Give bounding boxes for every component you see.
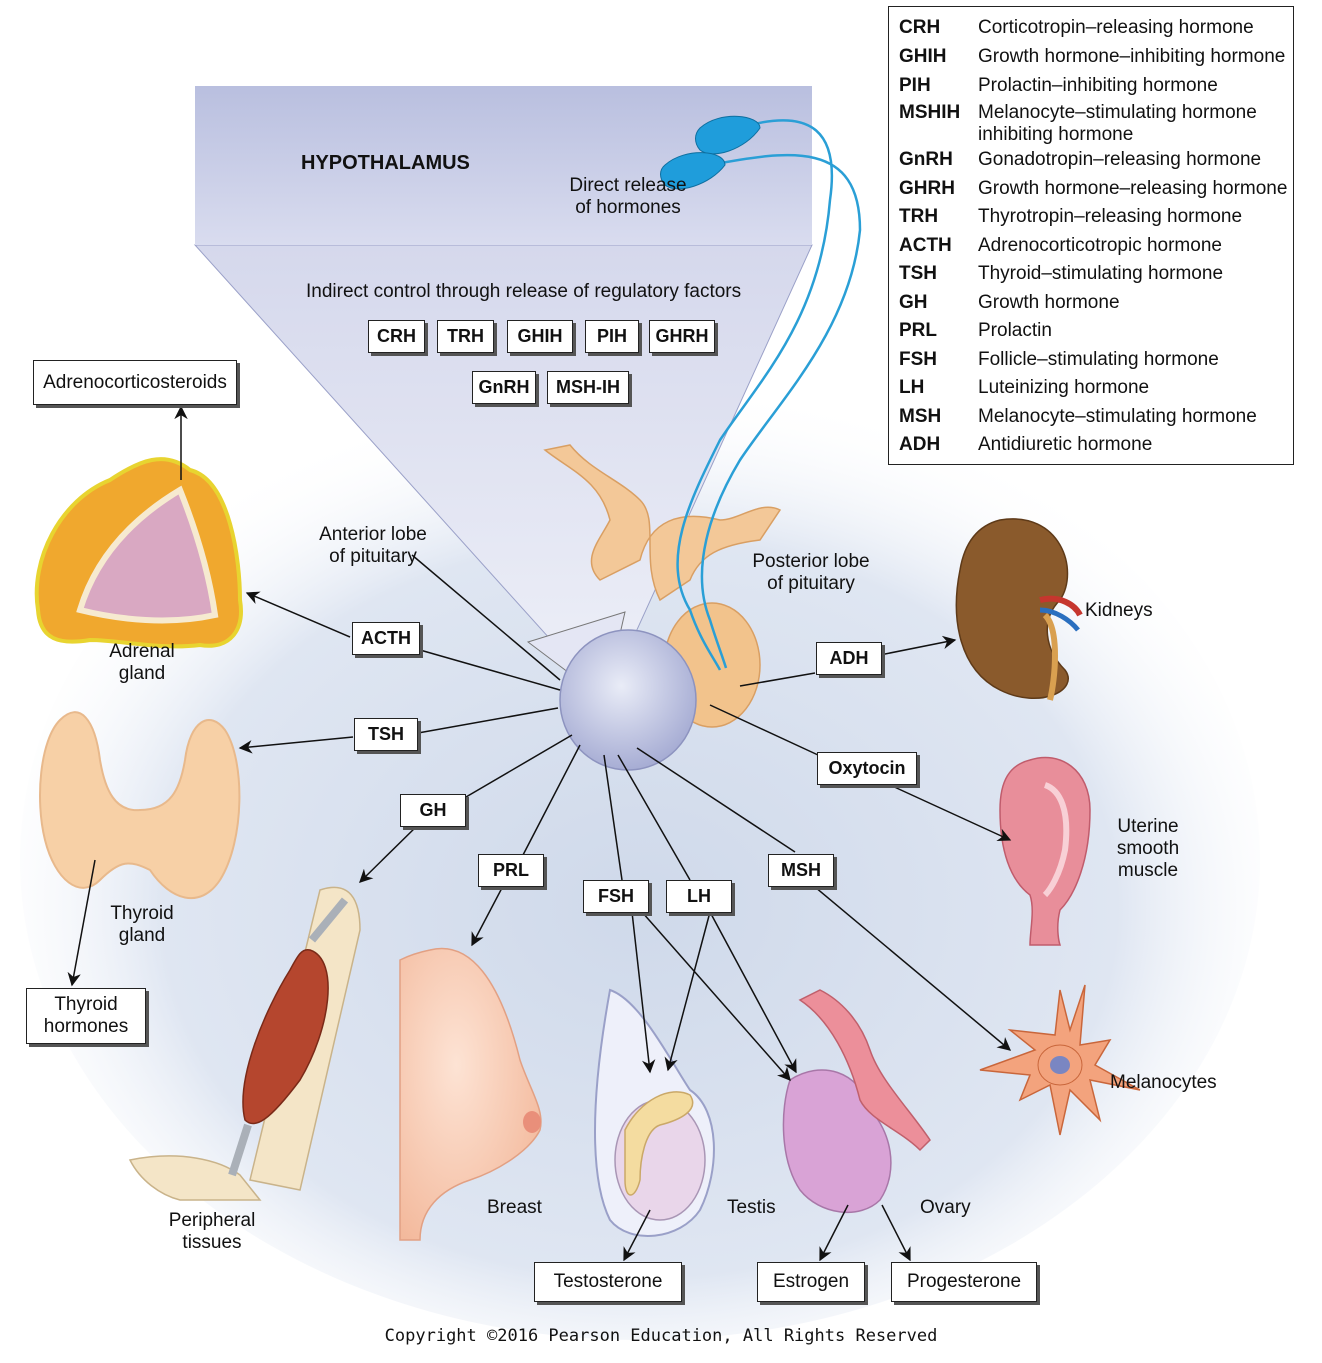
testis-label: Testis bbox=[727, 1197, 776, 1218]
factor-crh: CRH bbox=[368, 320, 425, 353]
factor-ghrh: GHRH bbox=[649, 320, 715, 353]
legend-full: Antidiuretic hormone bbox=[978, 434, 1153, 455]
hormone-fsh: FSH bbox=[583, 880, 649, 913]
legend-abbr: ACTH bbox=[899, 235, 952, 256]
factor-gnrh: GnRH bbox=[472, 371, 536, 404]
factor-msh-ih: MSH-IH bbox=[547, 371, 629, 404]
neuron-cell-body-1 bbox=[695, 115, 761, 155]
testosterone-box: Testosterone bbox=[534, 1262, 682, 1302]
anterior-lobe bbox=[559, 629, 697, 771]
factor-pih: PIH bbox=[585, 320, 639, 353]
legend-abbr: GHIH bbox=[899, 46, 947, 67]
legend-full: Thyroid–stimulating hormone bbox=[978, 263, 1224, 284]
kidneys-label: Kidneys bbox=[1085, 600, 1153, 621]
ovary-label: Ovary bbox=[920, 1197, 971, 1218]
legend-full: Prolactin–inhibiting hormone bbox=[978, 75, 1218, 96]
uterine-smooth-muscle-label: Uterine smooth muscle bbox=[1116, 816, 1180, 881]
anterior-lobe-label: Anterior lobe of pituitary bbox=[319, 524, 427, 567]
connector-lines bbox=[67, 405, 1012, 1262]
breast-illustration bbox=[399, 947, 542, 1241]
estrogen-box: Estrogen bbox=[757, 1262, 865, 1302]
hormone-prl: PRL bbox=[478, 854, 544, 887]
legend-abbr: ADH bbox=[899, 434, 941, 455]
legend-full: Growth hormone–releasing hormone bbox=[978, 178, 1288, 199]
legend-full: Growth hormone bbox=[978, 292, 1120, 313]
thyroid-hormones-box: Thyroid hormones bbox=[26, 988, 146, 1044]
factor-trh: TRH bbox=[437, 320, 494, 353]
hormone-lh: LH bbox=[666, 880, 732, 913]
legend-full: Growth hormone–inhibiting hormone bbox=[978, 46, 1286, 67]
testis-illustration bbox=[594, 988, 715, 1237]
legend-full: Prolactin bbox=[978, 320, 1052, 341]
legend-full: Follicle–stimulating hormone bbox=[978, 349, 1219, 370]
neuron-axons bbox=[676, 119, 862, 671]
peripheral-tissues-label: Peripheral tissues bbox=[168, 1210, 256, 1253]
factor-ghih: GHIH bbox=[507, 320, 573, 353]
direct-release-label: Direct release of hormones bbox=[569, 175, 687, 218]
indirect-control-label: Indirect control through release of regu… bbox=[306, 281, 742, 302]
legend-abbr: GnRH bbox=[899, 149, 953, 170]
legend-abbr: LH bbox=[899, 377, 925, 398]
legend-full: Melanocyte–stimulating hormone inhibitin… bbox=[978, 102, 1257, 145]
hypothalamus-title: HYPOTHALAMUS bbox=[301, 152, 470, 174]
legend-abbr: GHRH bbox=[899, 178, 955, 199]
adrenocorticosteroids-box: Adrenocorticosteroids bbox=[33, 360, 237, 405]
hormone-gh: GH bbox=[400, 794, 466, 827]
hormone-acth: ACTH bbox=[352, 622, 420, 655]
neuron-cell-body-2 bbox=[660, 152, 726, 190]
kidney-illustration bbox=[955, 518, 1083, 701]
legend-full: Thyrotropin–releasing hormone bbox=[978, 206, 1243, 227]
legend-full: Adrenocorticotropic hormone bbox=[978, 235, 1222, 256]
abbreviation-legend: CRH Corticotropin–releasing hormone GHIH G… bbox=[888, 6, 1294, 465]
legend-abbr: MSHIH bbox=[899, 102, 961, 123]
breast-label: Breast bbox=[487, 1197, 542, 1218]
hormone-tsh: TSH bbox=[354, 718, 418, 751]
pituitary-stalk bbox=[543, 444, 782, 602]
arm-muscle-illustration bbox=[128, 886, 361, 1201]
progesterone-box: Progesterone bbox=[891, 1262, 1037, 1302]
melanocyte-illustration bbox=[979, 984, 1141, 1136]
legend-full: Gonadotropin–releasing hormone bbox=[978, 149, 1262, 170]
hormone-adh: ADH bbox=[816, 642, 882, 675]
legend-full: Melanocyte–stimulating hormone bbox=[978, 406, 1257, 427]
legend-abbr: MSH bbox=[899, 406, 942, 427]
legend-full: Corticotropin–releasing hormone bbox=[978, 17, 1254, 38]
legend-abbr: GH bbox=[899, 292, 928, 313]
uterus-illustration bbox=[999, 756, 1091, 946]
hormone-oxytocin: Oxytocin bbox=[817, 752, 917, 785]
melanocytes-label: Melanocytes bbox=[1110, 1072, 1217, 1093]
legend-abbr: PIH bbox=[899, 75, 931, 96]
legend-abbr: FSH bbox=[899, 349, 937, 370]
legend-full: Luteinizing hormone bbox=[978, 377, 1150, 398]
copyright-notice: Copyright ©2016 Pearson Education, All R… bbox=[384, 1326, 938, 1346]
background-glow bbox=[20, 380, 1260, 1340]
thyroid-gland-label: Thyroid gland bbox=[110, 903, 174, 946]
ovary-illustration bbox=[782, 989, 931, 1213]
adrenal-gland-label: Adrenal gland bbox=[109, 641, 175, 684]
posterior-lobe-label: Posterior lobe of pituitary bbox=[752, 551, 870, 594]
legend-abbr: TRH bbox=[899, 206, 939, 227]
legend-abbr: CRH bbox=[899, 17, 941, 38]
adrenal-gland-illustration bbox=[34, 457, 243, 649]
legend-abbr: TSH bbox=[899, 263, 937, 284]
hormone-msh: MSH bbox=[768, 854, 834, 887]
thyroid-gland-illustration bbox=[39, 711, 241, 899]
legend-abbr: PRL bbox=[899, 320, 937, 341]
